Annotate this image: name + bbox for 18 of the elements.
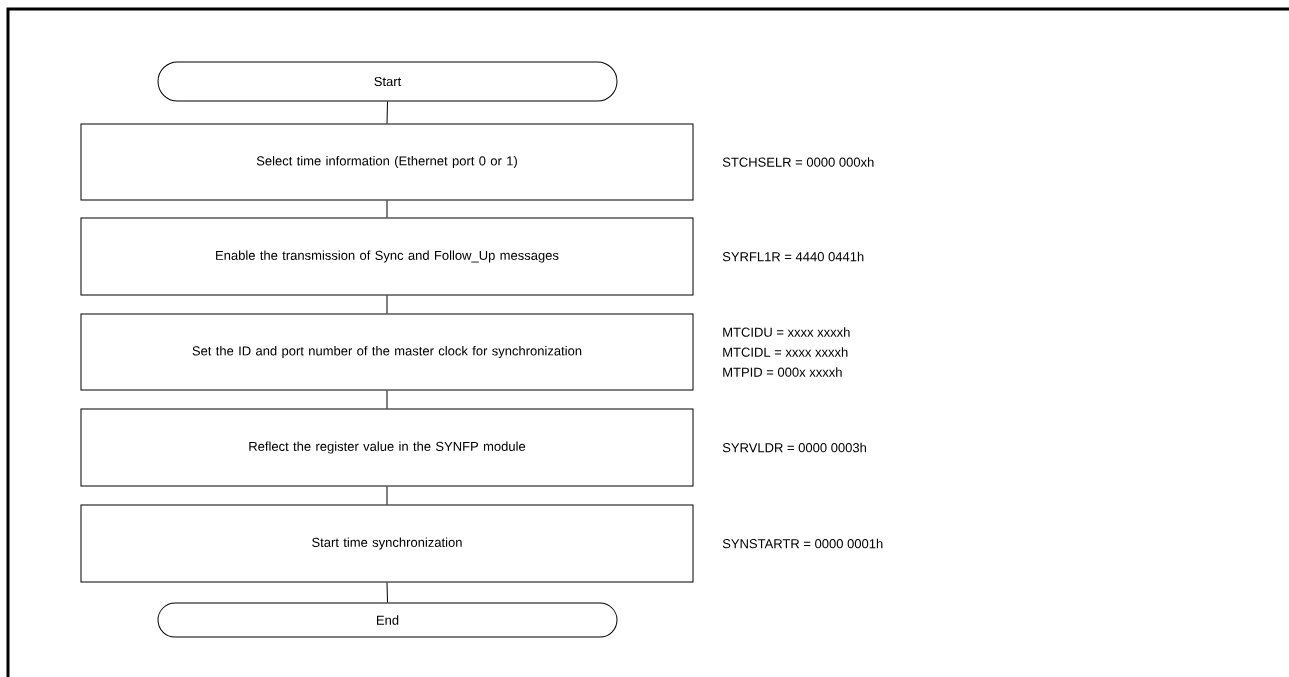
connector-line — [386, 390, 388, 409]
process-box: Enable the transmission of Sync and Follow_Up messages — [80, 217, 694, 296]
process-box: Start time synchronization — [80, 504, 694, 583]
register-setting: SYNSTARTR = 0000 0001h — [722, 538, 883, 549]
register-setting: MTCIDL = xxxx xxxxh — [723, 347, 848, 357]
process-box: Set the ID and port number of the master clock for synchronization — [80, 313, 694, 391]
connector-line — [386, 486, 388, 505]
register-setting: MTPID = 000x xxxxh — [723, 367, 842, 377]
connector-line — [386, 200, 388, 218]
register-setting: MTCIDU = xxxx xxxxh — [723, 327, 850, 337]
register-setting: SYRVLDR = 0000 0003h — [722, 442, 866, 453]
register-setting: STCHSELR = 0000 000xh — [722, 157, 874, 167]
register-setting: SYRFL1R = 4440 0441h — [722, 251, 864, 262]
process-box: Reflect the register value in the SYNFP module — [80, 408, 694, 487]
connector-line — [386, 295, 388, 314]
connector-line — [386, 582, 388, 603]
connector-line — [386, 101, 388, 124]
process-box: Select time information (Ethernet port 0 or 1) — [80, 123, 694, 201]
